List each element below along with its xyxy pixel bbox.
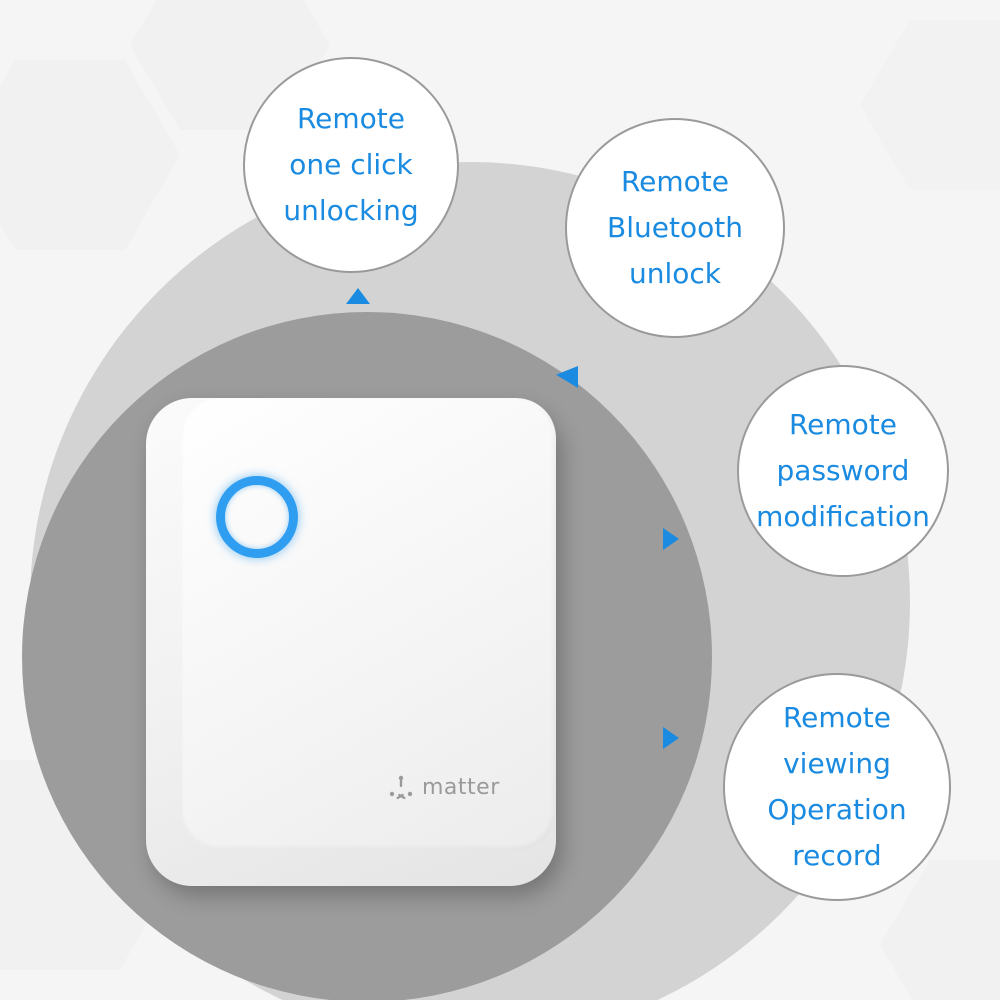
feature-line: password: [776, 454, 910, 487]
feature-line: Remote: [788, 408, 898, 441]
arrow-right-icon: [663, 727, 679, 749]
feature-line: Operation: [767, 793, 907, 826]
feature-line: one click: [289, 148, 413, 181]
matter-logo-icon: [388, 774, 414, 800]
matter-logo: matter: [388, 774, 500, 800]
feature-line: unlocking: [283, 194, 419, 227]
background-hexagon: [0, 60, 180, 250]
feature-label: Remote Bluetooth unlock: [607, 159, 743, 297]
led-ring-indicator: [216, 476, 298, 558]
feature-label: Remote one click unlocking: [283, 96, 418, 234]
feature-bubble-remote-password-modification: Remote password modification: [737, 365, 949, 577]
feature-label: Remote password modification: [756, 402, 930, 540]
matter-logo-text: matter: [422, 774, 500, 800]
feature-line: Remote: [782, 701, 892, 734]
feature-bubble-remote-bluetooth-unlock: Remote Bluetooth unlock: [565, 118, 785, 338]
feature-line: record: [792, 839, 882, 872]
feature-line: viewing: [783, 747, 891, 780]
feature-bubble-remote-viewing-operation-record: Remote viewing Operation record: [723, 673, 951, 901]
feature-label: Remote viewing Operation record: [767, 695, 906, 879]
feature-bubble-remote-one-click-unlocking: Remote one click unlocking: [243, 57, 459, 273]
feature-line: unlock: [628, 257, 721, 290]
feature-line: modification: [756, 500, 930, 533]
feature-line: Bluetooth: [607, 211, 743, 244]
feature-line: Remote: [620, 165, 730, 198]
background-hexagon: [860, 20, 1000, 190]
arrow-up-icon: [346, 288, 370, 304]
feature-line: Remote: [296, 102, 406, 135]
gateway-device: [146, 398, 556, 886]
device-front-face: [182, 398, 556, 850]
arrow-right-icon: [663, 528, 679, 550]
